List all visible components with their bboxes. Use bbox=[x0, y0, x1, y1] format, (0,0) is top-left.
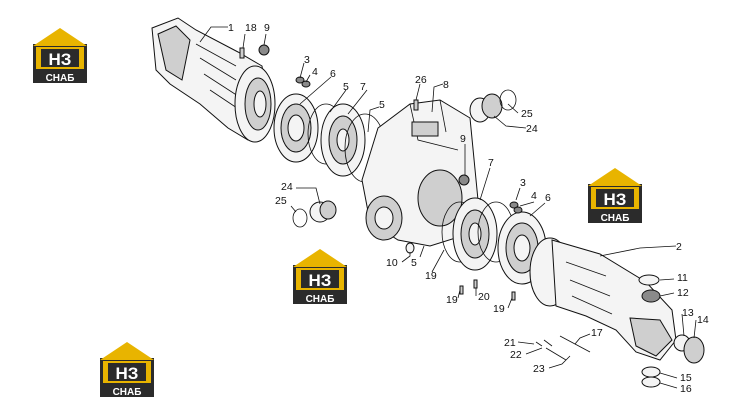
callout-12: 12 bbox=[677, 287, 689, 299]
callout-8: 8 bbox=[443, 79, 449, 91]
callout-18: 18 bbox=[245, 22, 257, 34]
watermark-brand-bottom: СНАБ bbox=[46, 73, 75, 84]
callout-19: 19 bbox=[446, 294, 458, 306]
leader-lines bbox=[199, 26, 697, 389]
ring-gear-left bbox=[273, 93, 319, 163]
callout-15: 15 bbox=[680, 372, 692, 384]
callout-7: 7 bbox=[488, 157, 494, 169]
callout-25: 25 bbox=[275, 195, 287, 207]
callout-11: 11 bbox=[677, 272, 688, 284]
watermark-brand-top: НЗ bbox=[49, 50, 72, 69]
watermark-brand-top: НЗ bbox=[116, 364, 139, 383]
watermark-logo-1: НЗ СНАБ bbox=[33, 28, 87, 84]
watermark-brand-bottom: СНАБ bbox=[113, 387, 142, 398]
bushing-left bbox=[292, 200, 337, 228]
callout-6: 6 bbox=[545, 192, 551, 204]
watermark-brand-bottom: СНАБ bbox=[306, 294, 335, 305]
callout-10: 10 bbox=[386, 257, 398, 269]
right-axle-housing bbox=[529, 237, 677, 361]
watermark-logo-4: НЗ СНАБ bbox=[100, 342, 154, 398]
watermark-logo-3: НЗ СНАБ bbox=[293, 249, 347, 305]
disc-pack-left bbox=[307, 103, 386, 183]
ring-gear-right bbox=[497, 211, 547, 285]
callout-23: 23 bbox=[533, 363, 545, 375]
callout-4: 4 bbox=[312, 66, 318, 78]
callout-24: 24 bbox=[526, 123, 538, 135]
callout-22: 22 bbox=[510, 349, 522, 361]
callout-13: 13 bbox=[682, 307, 694, 319]
callout-19: 19 bbox=[493, 303, 505, 315]
callout-25: 25 bbox=[521, 108, 533, 120]
callout-26: 26 bbox=[415, 74, 427, 86]
callout-3: 3 bbox=[304, 54, 310, 66]
callout-17: 17 bbox=[591, 327, 603, 339]
bushing-top bbox=[469, 89, 517, 123]
callout-1: 1 bbox=[228, 22, 234, 34]
callout-24: 24 bbox=[281, 181, 293, 193]
watermark-brand-top: НЗ bbox=[309, 271, 332, 290]
callout-labels: 1 18 9 3 4 6 5 7 5 26 8 25 24 9 7 3 4 6 … bbox=[228, 22, 709, 395]
callout-7: 7 bbox=[360, 81, 366, 93]
callout-19: 19 bbox=[425, 270, 437, 282]
watermark-brand-bottom: СНАБ bbox=[601, 213, 630, 224]
callout-5: 5 bbox=[411, 257, 417, 269]
left-axle-housing bbox=[151, 17, 276, 143]
small-fasteners bbox=[239, 44, 523, 301]
callout-4: 4 bbox=[531, 190, 537, 202]
callout-2: 2 bbox=[676, 241, 682, 253]
callout-9: 9 bbox=[264, 22, 270, 34]
bolts bbox=[535, 335, 591, 361]
callout-16: 16 bbox=[680, 383, 692, 395]
callout-5: 5 bbox=[379, 99, 385, 111]
callout-20: 20 bbox=[478, 291, 490, 303]
watermark-brand-top: НЗ bbox=[604, 190, 627, 209]
washers-right bbox=[638, 274, 705, 388]
callout-21: 21 bbox=[504, 337, 516, 349]
callout-14: 14 bbox=[697, 314, 709, 326]
callout-5: 5 bbox=[343, 81, 349, 93]
callout-3: 3 bbox=[520, 177, 526, 189]
callout-6: 6 bbox=[330, 68, 336, 80]
callout-9: 9 bbox=[460, 133, 466, 145]
watermark-logo-2: НЗ СНАБ bbox=[588, 168, 642, 224]
